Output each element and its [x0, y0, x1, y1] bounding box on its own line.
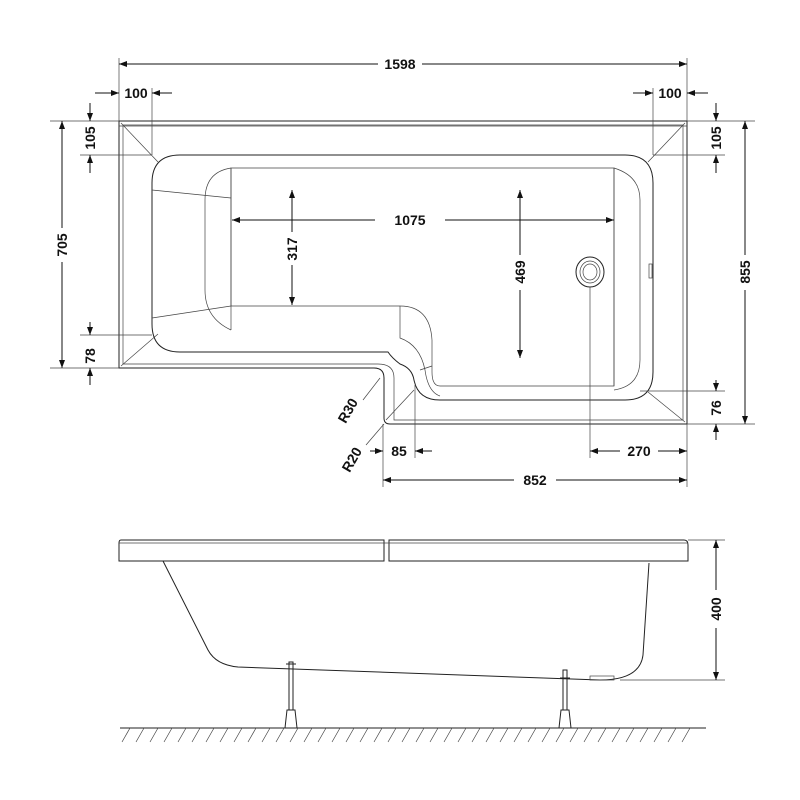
waste-drain-icon — [575, 256, 605, 288]
hatch-line — [499, 727, 509, 743]
hatch-line — [261, 727, 271, 743]
hatch-line — [471, 727, 481, 743]
hatch-line — [289, 727, 299, 743]
hatch-line — [303, 727, 313, 743]
dim-inner-left-depth: 317 — [284, 237, 300, 261]
hatch-line — [639, 727, 649, 743]
adjustable-leg-left — [284, 661, 298, 729]
hatch-line — [513, 727, 523, 743]
hatch-line — [275, 727, 285, 743]
hatch-line — [149, 727, 159, 743]
dim-left-top-rim: 105 — [82, 126, 98, 150]
hatch-line — [653, 727, 663, 743]
hatch-line — [569, 727, 579, 743]
dim-waste-offset: 270 — [627, 443, 651, 459]
hatch-line — [401, 727, 411, 743]
dim-step-offset: 85 — [391, 443, 407, 459]
hatch-line — [317, 727, 327, 743]
hatch-line — [219, 727, 229, 743]
hatch-line — [135, 727, 145, 743]
floor-hatch — [121, 727, 691, 743]
hatch-line — [429, 727, 439, 743]
hatch-line — [625, 727, 635, 743]
hatch-line — [247, 727, 257, 743]
bath-outer-outline — [118, 120, 688, 425]
dim-right-rim-width: 100 — [658, 85, 682, 101]
hatch-line — [611, 727, 621, 743]
hatch-line — [457, 727, 467, 743]
hatch-line — [597, 727, 607, 743]
hatch-line — [121, 727, 131, 743]
hatch-line — [485, 727, 495, 743]
hatch-line — [191, 727, 201, 743]
hatch-line — [443, 727, 453, 743]
hatch-line — [415, 727, 425, 743]
dim-inner-length: 1075 — [394, 212, 425, 228]
dim-overall-length: 1598 — [384, 56, 415, 72]
hatch-line — [527, 727, 537, 743]
hatch-line — [387, 727, 397, 743]
dim-inner-right-depth: 469 — [512, 260, 528, 284]
overflow-icon — [648, 263, 653, 279]
side-view: 400 — [118, 539, 725, 743]
hatch-line — [345, 727, 355, 743]
dim-right-bottom-rim: 76 — [708, 400, 724, 416]
basin-floor — [230, 167, 615, 387]
dim-radius-outer: R30 — [334, 395, 361, 425]
plan-view: 1598 100 100 105 705 78 105 855 — [50, 56, 755, 488]
dim-shower-end-length: 852 — [523, 472, 547, 488]
dim-overall-width: 855 — [737, 260, 753, 284]
hatch-line — [541, 727, 551, 743]
hatch-line — [331, 727, 341, 743]
hatch-line — [177, 727, 187, 743]
hatch-line — [667, 727, 677, 743]
dim-height: 400 — [708, 597, 724, 621]
dim-right-top-rim: 105 — [708, 126, 724, 150]
bath-body-side — [162, 560, 650, 681]
dim-left-width: 705 — [54, 233, 70, 257]
basin-outline — [151, 154, 654, 401]
hatch-line — [555, 727, 565, 743]
hatch-line — [373, 727, 383, 743]
dim-radius-inner: R20 — [338, 444, 365, 474]
hatch-line — [359, 727, 369, 743]
hatch-line — [205, 727, 215, 743]
hatch-line — [681, 727, 691, 743]
hatch-line — [583, 727, 593, 743]
bath-rim-side — [118, 539, 385, 562]
dim-left-rim-width: 100 — [124, 85, 148, 101]
hatch-line — [163, 727, 173, 743]
bath-rim-inner-line — [122, 124, 684, 421]
dim-left-bottom-rim: 78 — [82, 348, 98, 364]
hatch-line — [233, 727, 243, 743]
